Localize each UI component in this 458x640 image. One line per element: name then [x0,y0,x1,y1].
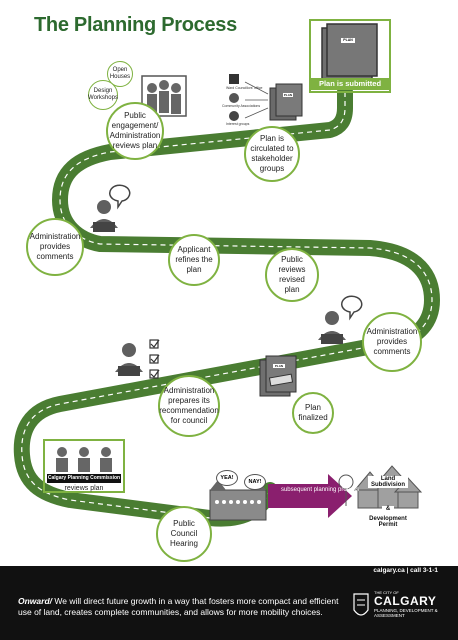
step-admin-prepares: Administration prepares its recommendati… [158,375,220,437]
plan-submitted-label: Plan is submitted [311,78,389,90]
step-engagement: Public engagement/ Administration review… [106,102,164,160]
city-crest-icon [353,593,369,616]
yea-speech-bubble: YEA! [216,470,238,486]
submitted-document-icon [309,19,391,93]
checklist-icon [149,339,160,379]
commission-icon [43,439,125,493]
reader-icon-1 [90,184,131,232]
stakeholder-label-interest: Interest groups [226,122,250,126]
reader-icon-2 [318,295,363,344]
development-permit-label: Development Permit [366,516,410,528]
city-department: PLANNING, DEVELOPMENT & ASSESSMENT [374,608,438,618]
step-plan-finalized: Plan finalized [292,392,334,434]
footer-body: We will direct future growth in a way th… [18,596,339,617]
footer-lead: Onward/ [18,596,53,606]
stakeholder-label-communities: Community Associations [222,104,261,108]
nay-speech-bubble: NAY! [244,474,266,490]
ampersand-label: & [382,506,394,512]
step-circulated: Plan is circulated to stakeholder groups [244,126,300,182]
page-title: The Planning Process [34,14,237,36]
finalized-document-icon [259,355,297,397]
reader-icon-3 [115,343,143,376]
stakeholder-label-councillors: Ward Councillors' office [226,86,263,90]
city-small-label: THE CITY OF [374,590,399,595]
step-applicant-refines: Applicant refines the plan [168,234,220,286]
engagement-group-icon [141,75,187,117]
step-admin-comments-2: Administration provides comments [362,312,422,372]
step-admin-comments-1: Administration provides comments [26,218,84,276]
step-cpc-reviews: reviews plan [64,485,104,492]
design-workshops-bubble: Design Workshops [88,80,118,110]
arrow-label: subsequent planning process [280,487,360,493]
step-council-hearing: Public Council Hearing [156,506,212,562]
footer-statement: Onward/ We will direct future growth in … [18,596,348,618]
footer [0,566,458,640]
commission-label: Calgary Planning Commission [47,474,121,483]
subsequent-process-arrow [268,474,352,518]
step-public-reviews: Public reviews revised plan [265,248,319,302]
finalized-doc-tag: PLAN [274,364,284,368]
city-name: CALGARY [374,594,437,608]
city-logo: THE CITY OF CALGARY PLANNING, DEVELOPMEN… [352,590,444,624]
land-subdivision-label: Land Subdivision [368,476,408,488]
stakeholder-documents-icon [229,74,303,121]
footer-link[interactable]: calgary.ca | call 3-1-1 [373,567,438,574]
submitted-doc-tag: PLAN [343,38,353,42]
stakeholder-doc-tag: PLAN [283,93,293,97]
